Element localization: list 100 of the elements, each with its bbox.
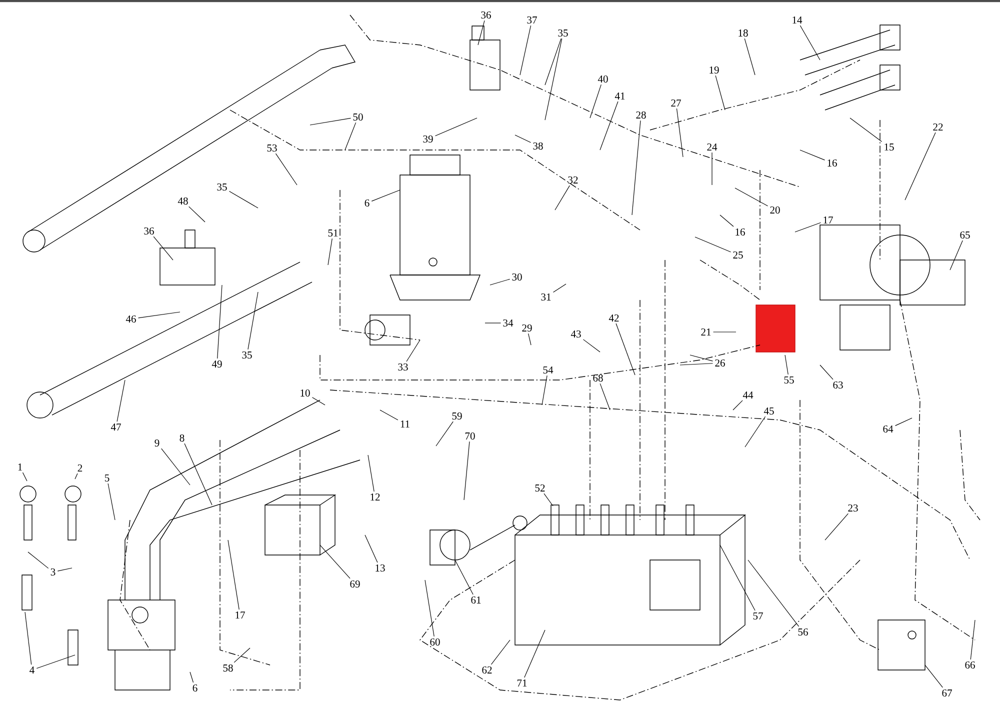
callout-number: 36 (144, 227, 154, 235)
leader-line (524, 630, 546, 678)
leader-line (554, 185, 570, 210)
leader-line (894, 418, 912, 426)
callout-number: 39 (423, 135, 433, 143)
callout-number: 26 (715, 359, 725, 367)
callout-number: 27 (671, 100, 681, 106)
leader-line (632, 120, 641, 216)
callout-number: 62 (482, 666, 492, 674)
callout-number: 47 (110, 424, 121, 430)
callout-number: 59 (452, 412, 462, 420)
callout-number: 65 (960, 231, 970, 239)
callout-number: 19 (710, 66, 719, 74)
leader-line (184, 443, 212, 506)
callout-number: 66 (965, 661, 975, 669)
leader-line (970, 620, 976, 660)
callout-number: 53 (267, 144, 277, 152)
callout-number: 20 (770, 206, 780, 214)
callout-number: 56 (798, 628, 808, 636)
callout-number: 9 (154, 439, 160, 447)
leader-line (28, 552, 49, 569)
callout-number: 44 (742, 392, 754, 398)
leader-line (454, 560, 474, 595)
callout-number: 32 (568, 176, 578, 184)
leader-line (544, 493, 554, 506)
callout-number: 16 (828, 159, 837, 167)
leader-line (188, 206, 206, 222)
callout-number: 61 (471, 596, 481, 604)
leader-line (590, 84, 602, 118)
leader-line (320, 544, 350, 579)
leader-line (464, 441, 470, 500)
callout-number: 4 (30, 666, 34, 674)
leader-line (616, 323, 636, 376)
callout-number: 6 (364, 199, 370, 207)
leader-line (715, 75, 726, 110)
callout-number: 6 (192, 684, 198, 692)
leader-line (600, 101, 618, 150)
leader-line (720, 214, 734, 227)
leader-line (22, 472, 28, 482)
leader-line (582, 339, 600, 352)
leader-line (784, 354, 788, 375)
leader-line (161, 448, 190, 486)
leader-line (690, 354, 714, 362)
leader-line (800, 25, 820, 60)
leader-line (552, 284, 566, 293)
leader-line (720, 544, 756, 611)
leader-line (328, 238, 332, 266)
callout-number: 23 (848, 504, 858, 512)
leader-line (406, 340, 420, 362)
leader-line (371, 190, 400, 202)
callout-number: 57 (753, 612, 763, 620)
callout-number: 17 (236, 612, 245, 618)
callout-number: 25 (733, 251, 743, 259)
leader-line (950, 240, 963, 270)
leader-line (344, 122, 356, 150)
leader-line (676, 108, 684, 158)
leader-line (544, 38, 562, 120)
leader-line (694, 236, 732, 252)
callout-number: 21 (701, 328, 711, 336)
callout-number: 14 (792, 16, 802, 24)
callout-number: 41 (614, 92, 625, 100)
callout-number: 70 (465, 432, 475, 440)
leader-line (364, 534, 378, 563)
leader-line (924, 664, 943, 688)
callout-number: 10 (300, 389, 310, 397)
leader-line (24, 612, 32, 665)
callout-number: 29 (522, 324, 532, 332)
leader-line (312, 397, 326, 406)
leader-line (74, 473, 78, 480)
callout-number: 58 (223, 664, 233, 672)
callout-number: 67 (942, 689, 952, 697)
callout-number: 48 (178, 197, 188, 205)
callout-number: 11 (400, 420, 410, 428)
callout-number: 45 (764, 407, 774, 415)
leader-line (310, 118, 352, 126)
callout-number: 60 (430, 638, 440, 646)
callout-number: 43 (570, 330, 581, 338)
leader-line (490, 278, 510, 286)
callout-number: 16 (736, 228, 745, 236)
leader-line (153, 236, 174, 260)
leader-line (800, 150, 826, 160)
callout-number: 52 (535, 484, 545, 492)
leader-line (484, 322, 502, 324)
leader-line (138, 312, 180, 318)
callout-number: 34 (503, 319, 514, 327)
callout-number: 5 (104, 474, 110, 482)
leader-line (108, 483, 116, 520)
leader-line (228, 190, 258, 208)
callout-number: 8 (180, 434, 184, 442)
callout-number: 69 (350, 580, 360, 588)
callout-number: 68 (593, 374, 603, 382)
leader-line (436, 421, 454, 446)
leader-line (520, 25, 532, 76)
leader-line (542, 375, 548, 406)
callout-number: 24 (707, 144, 718, 150)
callout-number: 35 (242, 351, 252, 359)
leader-line (904, 132, 936, 200)
leader-line (732, 400, 743, 410)
leader-line (228, 540, 240, 610)
callout-number: 37 (527, 16, 537, 24)
